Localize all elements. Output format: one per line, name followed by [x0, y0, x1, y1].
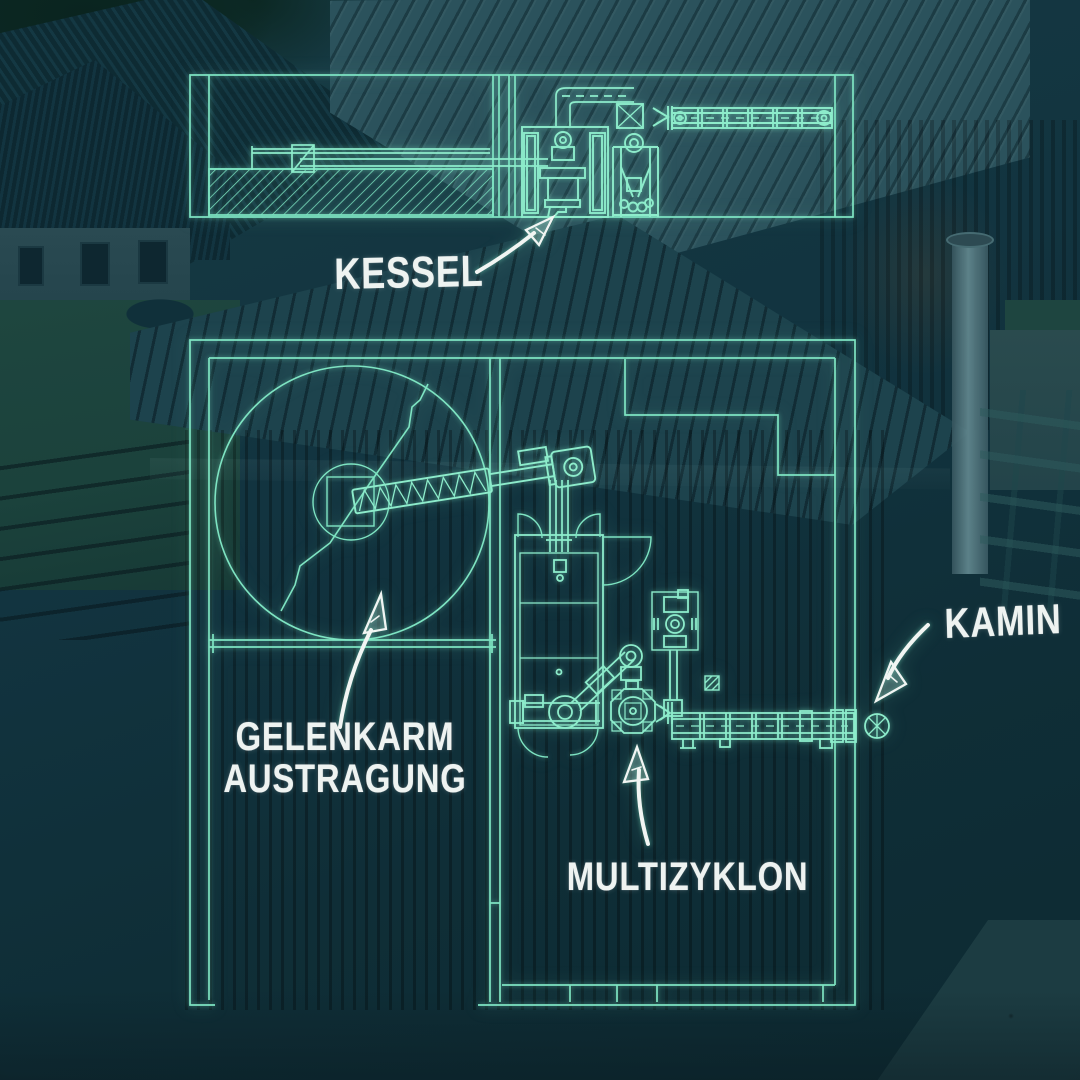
photo-chimney-cap	[946, 232, 994, 248]
label-gelenkarm-austragung: GELENKARM AUSTRAGUNG	[190, 716, 500, 801]
label-gelenkarm-line2: AUSTRAGUNG	[223, 757, 467, 802]
rotary-valve-octagon	[610, 688, 656, 734]
roof-step-notch	[624, 359, 835, 476]
plan-view-drawing	[189, 339, 890, 1006]
ash-shoe	[546, 206, 567, 218]
fan-unit	[651, 589, 699, 717]
side-view-drawing	[189, 74, 854, 218]
flue-duct	[555, 87, 634, 127]
gelenkarm-discharge-plan	[214, 365, 597, 641]
kamin-outlet-circle	[864, 713, 890, 739]
arrow-kamin	[873, 623, 930, 704]
ash-conveyor-side	[652, 106, 833, 130]
chimney-screw-conveyor	[655, 702, 890, 749]
arm-screw-conveyor	[351, 445, 597, 515]
multizyklon-plan	[509, 513, 890, 758]
boiler-side-view	[521, 126, 609, 218]
photo-window	[18, 246, 44, 286]
articulated-arm	[280, 383, 429, 612]
photo-fence	[0, 440, 190, 640]
label-kamin: KAMIN	[943, 595, 1063, 647]
label-kessel: KESSEL	[333, 246, 484, 299]
photo-pipework	[980, 390, 1080, 620]
stoker-auger-side	[251, 144, 548, 173]
label-gelenkarm-line1: GELENKARM	[235, 715, 455, 759]
cyclone-side-view	[612, 103, 659, 217]
label-multizyklon: MULTIZYKLON	[566, 855, 809, 899]
annotation-arrows	[338, 214, 930, 846]
hatched-symbol	[704, 675, 720, 691]
cross-beam	[209, 634, 496, 653]
photo-plant-wall	[185, 430, 885, 1010]
arrow-multizyklon	[622, 743, 650, 846]
door-swing-arcs	[517, 513, 652, 758]
inclined-conveyor	[509, 644, 643, 729]
arrow-gelenkarm	[338, 589, 388, 729]
drop-pipe	[546, 480, 572, 552]
arrow-kessel	[475, 214, 556, 274]
arm-drive-motor	[550, 445, 597, 489]
photo-window	[80, 242, 110, 286]
photo-window	[138, 240, 168, 284]
building-walls-plan	[189, 339, 856, 1006]
fuel-bunker-hatch	[208, 168, 494, 216]
